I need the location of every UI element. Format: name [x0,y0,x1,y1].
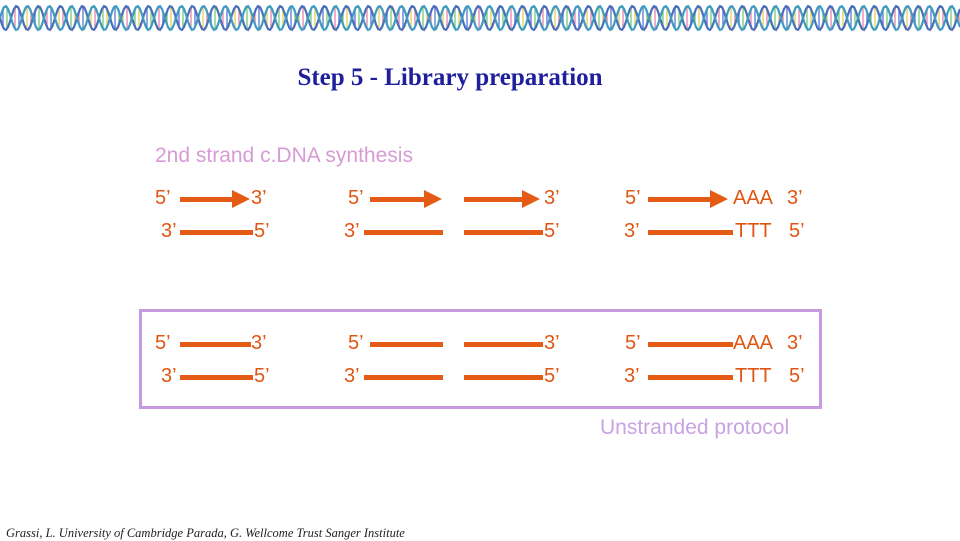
strand-arrow-head [232,190,250,208]
label-3prime: 3’ [787,187,803,209]
dna-helix-banner [0,4,960,32]
label-5prime: 5’ [544,220,560,242]
label-3prime: 3’ [624,220,640,242]
strand-line [180,375,253,380]
helix-strand [0,4,960,32]
label-poly-a: AAA [733,187,774,209]
strand-arrow-head [710,190,728,208]
strand-line [180,230,253,235]
label-3prime: 3’ [344,365,360,387]
strand-line [648,375,733,380]
label-5prime: 5’ [348,332,364,354]
strand-arrow-shaft [370,197,426,202]
label-3prime: 3’ [161,220,177,242]
strand-arrow-shaft [648,197,712,202]
label-poly-a: AAA [733,332,774,354]
strand-arrow-head [522,190,540,208]
label-5prime: 5’ [155,187,171,209]
label-5prime: 5’ [625,332,641,354]
label-3prime: 3’ [544,187,560,209]
label-3prime: 3’ [161,365,177,387]
label-5prime: 5’ [625,187,641,209]
label-5prime: 5’ [254,365,270,387]
strand-line [180,342,251,347]
label-3prime: 3’ [787,332,803,354]
label-5prime: 5’ [155,332,171,354]
strand-arrow-shaft [180,197,234,202]
section-label-2nd-strand: 2nd strand c.DNA synthesis [155,144,413,167]
label-poly-t: TTT [735,220,772,242]
label-3prime: 3’ [624,365,640,387]
label-5prime: 5’ [789,220,805,242]
unstranded-protocol-label: Unstranded protocol [600,416,790,439]
strand-line [364,230,443,235]
strand-line [364,375,443,380]
page-title: Step 5 - Library preparation [297,64,603,91]
strand-arrow-head [424,190,442,208]
unstranded-box [139,309,822,409]
strand-line [464,375,543,380]
label-5prime: 5’ [789,365,805,387]
label-5prime: 5’ [348,187,364,209]
strand-line [464,230,543,235]
credit-text: Grassi, L. University of Cambridge Parad… [6,526,405,540]
strand-arrow-shaft [464,197,524,202]
strand-line [464,342,543,347]
label-3prime: 3’ [344,220,360,242]
strand-line [370,342,443,347]
label-3prime: 3’ [251,187,267,209]
label-3prime: 3’ [544,332,560,354]
label-5prime: 5’ [544,365,560,387]
helix-strand [0,4,960,32]
label-3prime: 3’ [251,332,267,354]
label-5prime: 5’ [254,220,270,242]
label-poly-t: TTT [735,365,772,387]
strand-line [648,342,733,347]
strand-line [648,230,733,235]
